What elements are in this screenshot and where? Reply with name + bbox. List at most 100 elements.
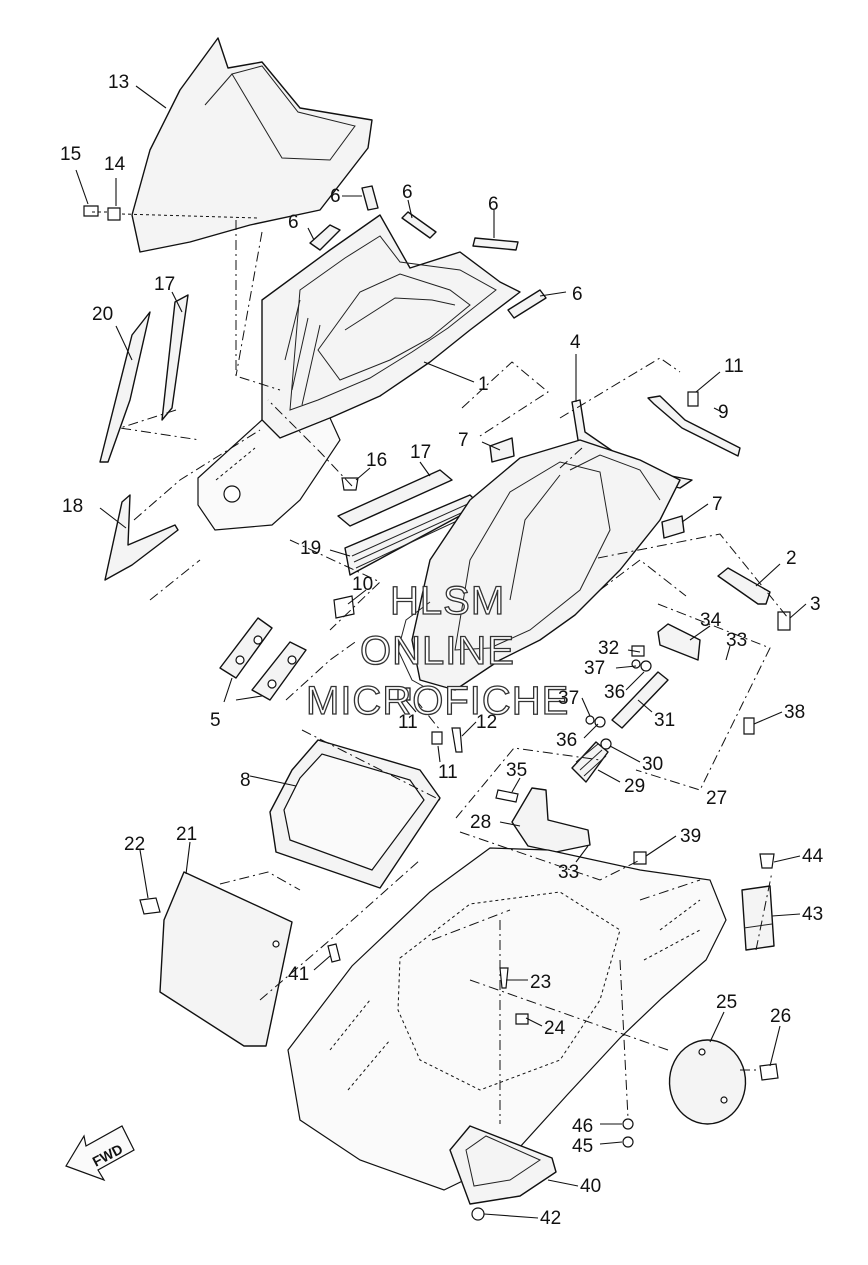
nut-10	[333, 595, 355, 619]
nut-14	[107, 207, 121, 221]
hinge-plate-5a	[219, 617, 273, 679]
callout-44: 44	[802, 846, 824, 867]
callout-18: 18	[62, 496, 83, 517]
side-bracket-18	[104, 494, 179, 581]
pad-6d	[309, 224, 341, 251]
callout-12: 12	[476, 712, 497, 733]
callout-9: 9	[718, 402, 729, 423]
hinge-plate-5b	[251, 641, 307, 701]
callout-21: 21	[176, 824, 197, 845]
callout-11a: 11	[724, 356, 744, 377]
ring-30	[600, 738, 612, 750]
callout-30: 30	[642, 754, 663, 775]
screw-22	[139, 897, 161, 915]
bolt-11b	[397, 687, 411, 701]
callout-27: 27	[706, 788, 727, 809]
side-strip-17a	[161, 294, 189, 421]
bolt-44	[759, 853, 775, 869]
callout-17b: 17	[410, 442, 431, 463]
callout-13: 13	[108, 72, 129, 93]
callout-11b: 11	[398, 712, 418, 733]
callout-4: 4	[570, 332, 581, 353]
callout-28: 28	[470, 812, 491, 833]
plate-40	[449, 1125, 557, 1205]
callout-24: 24	[544, 1018, 566, 1039]
callout-32: 32	[598, 638, 619, 659]
bolt-15	[83, 205, 99, 217]
clip-7a	[489, 437, 515, 463]
watermark: HLSM ONLINE MICROFICHE	[305, 578, 569, 723]
upper-cover-1	[261, 214, 521, 439]
callout-1: 1	[478, 374, 489, 395]
nut-45	[622, 1136, 634, 1148]
callout-17a: 17	[154, 274, 175, 295]
lid-21	[159, 871, 293, 1047]
bolt-35	[495, 789, 519, 803]
callout-43: 43	[802, 904, 823, 925]
hull-body	[287, 847, 727, 1191]
bolt-38	[743, 717, 755, 735]
washer-46	[622, 1118, 634, 1130]
callout-14: 14	[104, 154, 126, 175]
pad-6b	[401, 211, 437, 239]
damper-31	[611, 671, 669, 729]
bolt-3	[777, 611, 791, 631]
callout-3: 3	[810, 594, 821, 615]
leader-lines	[75, 85, 807, 1219]
callout-10: 10	[352, 574, 373, 595]
callout-19: 19	[300, 538, 321, 559]
callout-25: 25	[716, 992, 737, 1013]
watermark-line-1: HLSM	[390, 579, 505, 623]
cover-disc-25	[668, 1039, 747, 1125]
callout-41: 41	[288, 964, 309, 985]
callout-23: 23	[530, 972, 551, 993]
pin-23	[499, 967, 509, 989]
callout-16: 16	[366, 450, 387, 471]
pin-12	[451, 727, 463, 753]
callout-42: 42	[540, 1208, 561, 1229]
callout-31: 31	[654, 710, 675, 731]
callout-labels: 13 15 14 6 6 6 6 6 17 20 4 11 1 9 7 17 1…	[60, 72, 824, 1229]
watermark-line-2: ONLINE	[360, 629, 515, 673]
hood	[411, 439, 681, 691]
callout-36b: 36	[556, 730, 577, 751]
cap-24	[515, 1013, 529, 1025]
watermark-line-3: MICROFICHE	[306, 679, 569, 723]
callout-2: 2	[786, 548, 797, 569]
callout-33b: 33	[558, 862, 579, 883]
callout-35: 35	[506, 760, 527, 781]
callout-39: 39	[680, 826, 701, 847]
nut-42	[471, 1207, 485, 1221]
assembly-lines	[92, 211, 789, 1124]
side-strip-17b	[337, 469, 453, 527]
callout-6e: 6	[572, 284, 583, 305]
callout-6b: 6	[402, 182, 413, 203]
strip-9	[647, 395, 741, 457]
callout-6c: 6	[488, 194, 499, 215]
pad-6a	[361, 185, 379, 211]
part-drawings	[83, 37, 791, 1221]
callout-20: 20	[92, 304, 113, 325]
callout-45: 45	[572, 1136, 593, 1157]
callout-38: 38	[784, 702, 805, 723]
callout-37a: 37	[584, 658, 605, 679]
callout-22: 22	[124, 834, 145, 855]
clip-7b	[661, 515, 685, 539]
callout-11c: 11	[438, 762, 458, 783]
callout-34: 34	[700, 610, 722, 631]
bolt-11a	[687, 391, 699, 407]
plate-34	[657, 623, 701, 661]
callout-5: 5	[210, 710, 221, 731]
callout-8: 8	[240, 770, 251, 791]
fwd-arrow-icon	[65, 1125, 135, 1182]
callout-36a: 36	[604, 682, 625, 703]
bracket-28	[511, 787, 591, 853]
pad-6c	[472, 237, 519, 251]
pad-6e	[507, 289, 547, 319]
callout-6d: 6	[288, 212, 299, 233]
windshield-13	[131, 37, 373, 253]
screw-26	[759, 1063, 779, 1081]
bolt-11c	[431, 731, 443, 745]
pin-41	[327, 943, 341, 963]
